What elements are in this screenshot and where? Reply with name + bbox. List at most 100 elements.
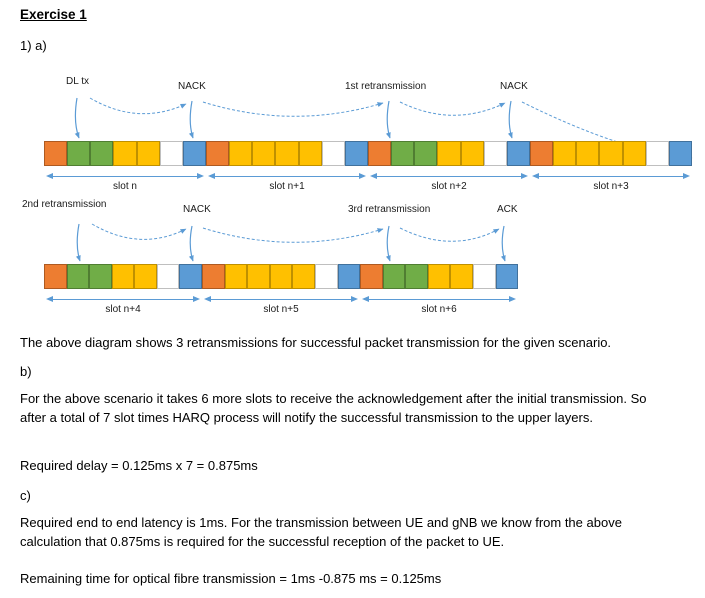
slot-extent-arrow — [208, 172, 366, 180]
slot-cell-yellow — [292, 264, 315, 289]
slot-strip-row1 — [44, 141, 692, 166]
slot-cell-green — [391, 141, 415, 166]
slot-cell-orange — [205, 141, 230, 166]
slot-strip-row2 — [44, 264, 519, 289]
slot-cell-yellow — [111, 264, 135, 289]
event-label-ack: ACK — [497, 204, 518, 215]
slot-cell-blue — [182, 141, 206, 166]
slot-markers-row2: slot n+4 slot n+5 slot n+6 — [44, 295, 518, 315]
slot-extent-arrow — [46, 172, 204, 180]
arrow-line — [538, 175, 684, 177]
slot-cell-green — [67, 141, 91, 166]
down-arrow-dl-tx — [74, 97, 80, 139]
slot-label: slot n — [113, 181, 137, 192]
timing-arc-nack-to-3rd-retx — [202, 227, 384, 243]
down-arrow-3rd-retransmission — [385, 225, 391, 262]
slot-cell-yellow — [622, 141, 646, 166]
down-arrow-2nd-retransmission — [75, 223, 81, 262]
slot-cell-blue — [344, 141, 368, 166]
slot-cell-yellow — [460, 141, 484, 166]
part-b-label: b) — [20, 364, 32, 379]
slot-cell-white — [483, 141, 507, 166]
arrow-line — [210, 298, 352, 300]
arrow-right-head-icon — [193, 295, 200, 302]
down-arrow-ack — [500, 225, 506, 262]
timing-arc-dltx-to-nack — [89, 97, 187, 115]
slot-cell-green — [382, 264, 406, 289]
slot-label: slot n+5 — [263, 304, 299, 315]
slot-marker-n4: slot n+4 — [44, 295, 202, 315]
event-label-nack-3: NACK — [183, 204, 211, 215]
slot-cell-yellow — [224, 264, 248, 289]
slot-cell-white — [321, 141, 345, 166]
slot-label: slot n+1 — [269, 181, 305, 192]
slot-extent-arrow — [362, 295, 516, 303]
arrows-layer — [74, 97, 693, 262]
arrow-right-head-icon — [509, 295, 516, 302]
event-label-nack-2: NACK — [500, 81, 528, 92]
slot-marker-n5: slot n+5 — [202, 295, 360, 315]
slot-cell-white — [645, 141, 669, 166]
slot-markers-row1: slot n slot n+1 slot n+2 slot n+3 — [44, 172, 692, 192]
event-label-3rd-retransmission: 3rd retransmission — [348, 204, 431, 215]
arrow-right-head-icon — [197, 172, 204, 179]
slot-cell-yellow — [553, 141, 577, 166]
slot-cell-orange — [44, 264, 67, 289]
event-label-dl-tx: DL tx — [66, 76, 89, 87]
slot-cell-yellow — [252, 141, 276, 166]
slot-extent-arrow — [46, 295, 200, 303]
part-b-text: For the above scenario it takes 6 more s… — [20, 391, 647, 425]
arrow-line — [52, 175, 198, 177]
down-arrow-1st-retransmission — [385, 100, 391, 139]
arrow-right-head-icon — [351, 295, 358, 302]
arrow-line — [368, 298, 510, 300]
slot-cell-blue — [337, 264, 361, 289]
arrow-left-head-icon — [208, 172, 215, 179]
slot-marker-n6: slot n+6 — [360, 295, 518, 315]
slot-cell-orange — [202, 264, 225, 289]
arrow-right-head-icon — [359, 172, 366, 179]
slot-cell-yellow — [437, 141, 461, 166]
slot-extent-arrow — [204, 295, 358, 303]
slot-cell-blue — [668, 141, 692, 166]
part-c-text: Required end to end latency is 1ms. For … — [20, 515, 622, 549]
event-label-2nd-retransmission: 2nd retransmission — [22, 199, 107, 210]
slot-marker-n2: slot n+2 — [368, 172, 530, 192]
slot-cell-green — [414, 141, 438, 166]
slot-cell-white — [314, 264, 338, 289]
slot-marker-n3: slot n+3 — [530, 172, 692, 192]
down-arrow-nack-3 — [188, 225, 194, 262]
slot-cell-orange — [367, 141, 392, 166]
slot-cell-blue — [495, 264, 519, 289]
slot-label: slot n+3 — [593, 181, 629, 192]
slot-marker-n1: slot n+1 — [206, 172, 368, 192]
arrow-line — [52, 298, 194, 300]
slot-cell-yellow — [275, 141, 299, 166]
slot-cell-yellow — [247, 264, 270, 289]
exercise-title: Exercise 1 — [20, 7, 87, 22]
arrow-line — [376, 175, 522, 177]
slot-cell-green — [405, 264, 428, 289]
slot-marker-n: slot n — [44, 172, 206, 192]
harq-timing-diagram: DL tx NACK 1st retransmission NACK slot … — [0, 68, 705, 322]
slot-extent-arrow — [532, 172, 690, 180]
delay-formula: Required delay = 0.125ms x 7 = 0.875ms — [20, 458, 258, 473]
timing-arc-1st-retx-to-nack — [399, 101, 506, 116]
slot-cell-white — [159, 141, 183, 166]
arrow-left-head-icon — [46, 295, 53, 302]
slot-cell-yellow — [113, 141, 137, 166]
slot-cell-white — [472, 264, 496, 289]
slot-cell-yellow — [269, 264, 293, 289]
part-c-label: c) — [20, 488, 31, 503]
slot-extent-arrow — [370, 172, 528, 180]
arrow-left-head-icon — [370, 172, 377, 179]
slot-cell-blue — [179, 264, 203, 289]
slot-cell-yellow — [136, 141, 160, 166]
slot-cell-yellow — [134, 264, 157, 289]
slot-cell-yellow — [576, 141, 600, 166]
slot-cell-green — [89, 264, 112, 289]
slot-cell-yellow — [298, 141, 322, 166]
event-label-1st-retransmission: 1st retransmission — [345, 81, 427, 92]
slot-label: slot n+6 — [421, 304, 457, 315]
